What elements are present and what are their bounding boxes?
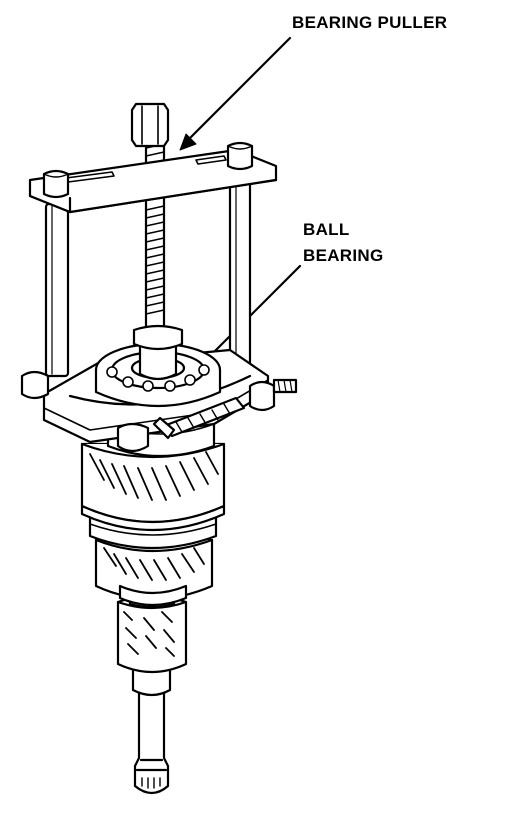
label-bearing-puller: BEARING PULLER <box>292 13 448 32</box>
lower-gear-cluster <box>94 538 214 607</box>
shaft-adapter <box>132 324 184 381</box>
leader-arrow-bearing-puller <box>179 36 292 151</box>
label-ball: BALL <box>303 220 350 239</box>
hex-head-bolt <box>130 102 170 148</box>
puller-crossbar <box>28 141 278 214</box>
output-shaft <box>131 658 172 795</box>
label-bearing: BEARING <box>303 246 384 265</box>
puller-right-rod <box>228 164 252 368</box>
puller-left-rod <box>44 202 70 378</box>
